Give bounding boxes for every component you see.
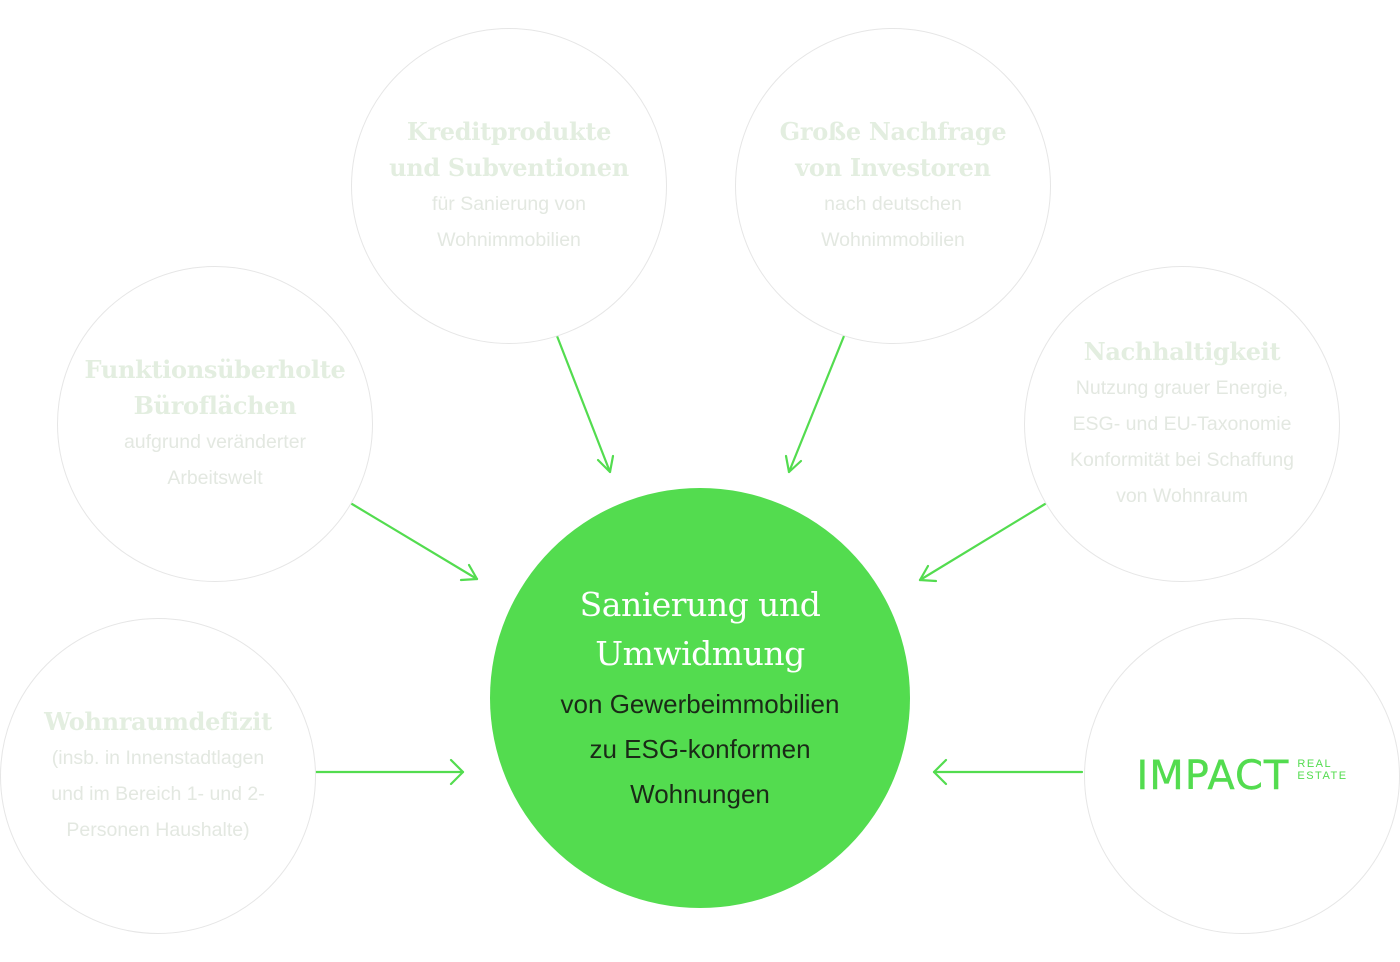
logo-subtitle: REAL ESTATE bbox=[1297, 758, 1347, 782]
node-housing-deficit-title: Wohnraumdefizit bbox=[44, 707, 272, 736]
impact-real-estate-logo: IMPACT REAL ESTATE bbox=[1136, 756, 1347, 796]
arrow-impact-to-center bbox=[932, 758, 1084, 786]
logo-wordmark: IMPACT bbox=[1136, 753, 1290, 799]
node-impact-real-estate: IMPACT REAL ESTATE bbox=[1084, 618, 1400, 934]
node-credit-products-text: für Sanierung von Wohnimmobilien bbox=[432, 193, 586, 251]
node-credit-products-title: Kreditprodukte und Subventionen bbox=[389, 117, 629, 182]
node-center-title: Sanierung und Umwidmung bbox=[579, 584, 821, 673]
node-sustainability: Nachhaltigkeit Nutzung grauer Energie, E… bbox=[1024, 266, 1340, 582]
logo-subtitle-line-2: ESTATE bbox=[1297, 770, 1348, 782]
arrow-credit-to-center bbox=[555, 334, 615, 474]
arrow-sustainability-to-center bbox=[918, 502, 1047, 583]
node-sustainability-text: Nutzung grauer Energie, ESG- und EU-Taxo… bbox=[1069, 377, 1295, 507]
node-office-space-text: aufgrund veränderter Arbeitswelt bbox=[123, 431, 307, 489]
node-housing-deficit-text: (insb. in Innenstadtlagen und im Bereich… bbox=[51, 747, 265, 841]
arrow-housing-to-center bbox=[313, 758, 465, 786]
node-office-space-title: Funktionsüberholte Büroflächen bbox=[84, 355, 346, 420]
node-housing-deficit: Wohnraumdefizit (insb. in Innenstadtlage… bbox=[0, 618, 316, 934]
node-investor-demand-text: nach deutschen Wohnimmobilien bbox=[821, 193, 965, 251]
node-office-space: Funktionsüberholte Büroflächen aufgrund … bbox=[57, 266, 373, 582]
node-center: Sanierung und Umwidmung von Gewerbeimmob… bbox=[490, 488, 910, 908]
arrow-office-to-center bbox=[350, 502, 479, 582]
node-investor-demand-title: Große Nachfrage von Investoren bbox=[779, 117, 1007, 182]
node-investor-demand: Große Nachfrage von Investoren nach deut… bbox=[735, 28, 1051, 344]
node-sustainability-title: Nachhaltigkeit bbox=[1083, 337, 1281, 366]
node-credit-products: Kreditprodukte und Subventionen für Sani… bbox=[351, 28, 667, 344]
node-center-text: von Gewerbeimmobilien zu ESG-konformen W… bbox=[560, 688, 840, 809]
logo-subtitle-line-1: REAL bbox=[1297, 758, 1333, 770]
arrow-demand-to-center bbox=[784, 334, 846, 474]
